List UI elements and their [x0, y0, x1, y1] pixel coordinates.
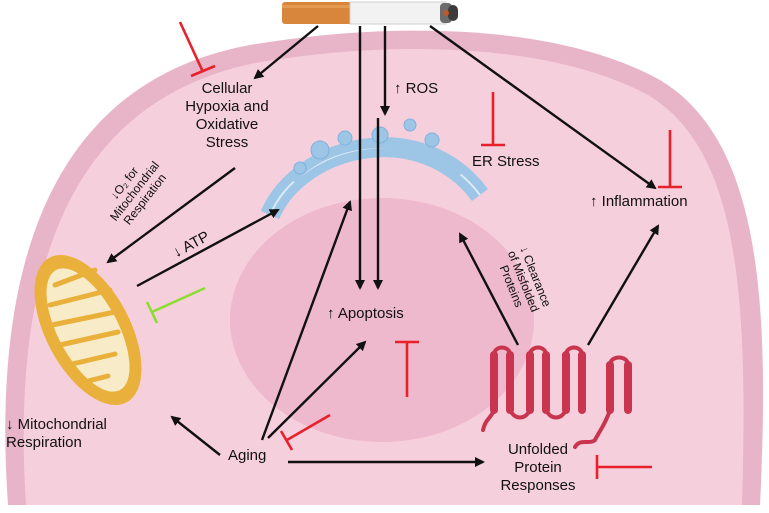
- arrow-aging-mito-resp: [170, 415, 221, 456]
- inhibit-aging: [279, 413, 331, 451]
- label-mito-respiration: ↓ Mitochondrial Respiration: [6, 416, 107, 451]
- arrow-hypoxia-mitochondria: [106, 167, 236, 264]
- arrow-upr-inflammation: [586, 224, 660, 346]
- label-er-stress: ER Stress: [472, 153, 540, 170]
- inhibit-inflammation: [658, 130, 682, 189]
- label-hypoxia: Cellular Hypoxia and Oxidative Stress: [185, 80, 269, 151]
- inhibit-apoptosis: [395, 340, 419, 397]
- inhibit-er-stress: [481, 92, 505, 147]
- label-ros: ↑ ROS: [394, 80, 439, 97]
- unfolded-protein-icon: [481, 345, 632, 449]
- inhibit-hypoxia: [178, 21, 216, 78]
- arrow-cigarette-inflammation: [429, 25, 657, 190]
- inhibit-mitochondria-green: [145, 286, 206, 324]
- arrow-cigarette-hypoxia: [253, 25, 319, 80]
- inhibit-upr: [595, 455, 652, 479]
- endoplasmic-reticulum-icon: [260, 118, 488, 220]
- nucleus: [230, 198, 534, 442]
- label-apoptosis: ↑ Apoptosis: [327, 305, 404, 322]
- mitochondrion-icon: [34, 254, 142, 406]
- arrow-aging-er: [260, 200, 352, 441]
- arrow-atp-er: [136, 208, 280, 288]
- label-upr: Unfolded Protein Responses: [500, 441, 576, 494]
- label-inflammation: ↑ Inflammation: [590, 193, 688, 210]
- arrow-upr-er: [458, 232, 520, 346]
- label-aging: Aging: [228, 447, 267, 464]
- arrow-aging-apoptosis: [267, 340, 367, 439]
- cigarette-icon: [282, 1, 458, 25]
